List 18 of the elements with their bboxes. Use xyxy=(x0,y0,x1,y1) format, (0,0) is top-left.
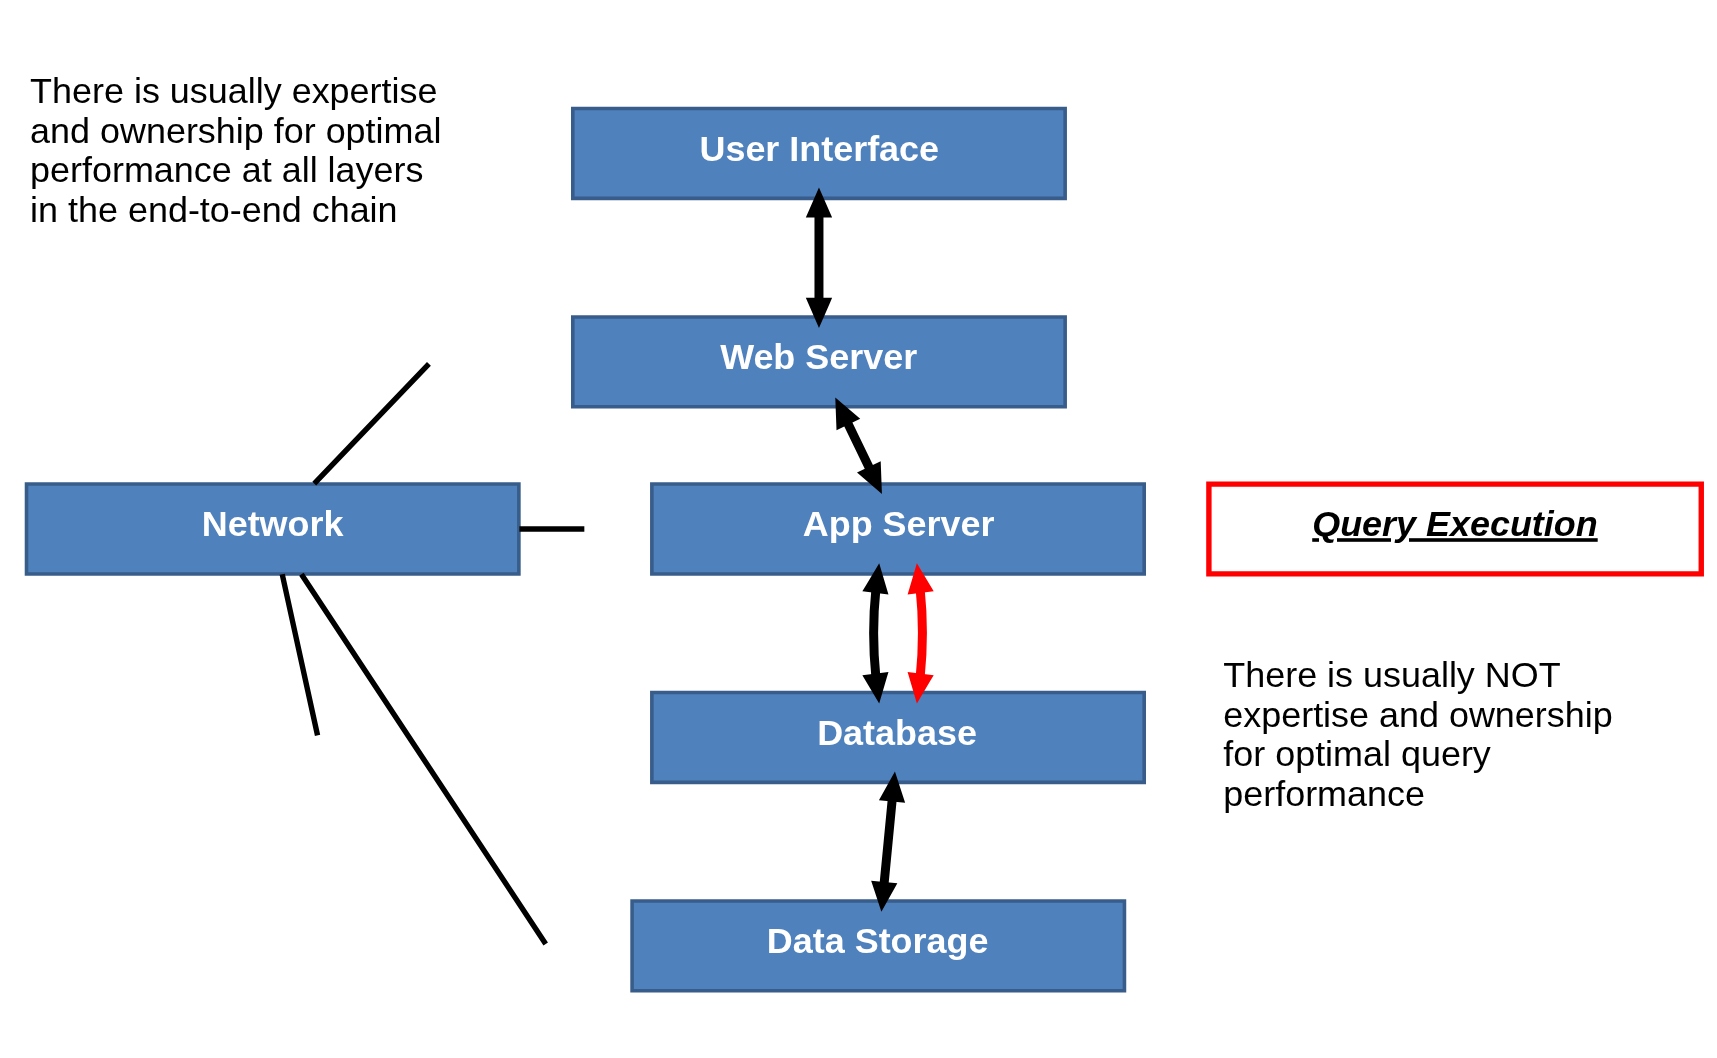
node-box: Query Execution xyxy=(1206,481,1704,577)
node-box: App Server xyxy=(650,482,1146,576)
arrow xyxy=(907,563,934,704)
arrow xyxy=(862,563,889,704)
node-box: Database xyxy=(650,690,1146,785)
node-box: Network xyxy=(24,482,521,576)
connector xyxy=(312,361,431,486)
node-box: Data Storage xyxy=(630,899,1127,993)
label: There is usually NOT expertise and ownership for optimal query performance xyxy=(1223,654,1613,814)
label: There is usually expertise and ownership for optimal performance at all layers in the end-to-end chain xyxy=(30,70,442,230)
arrow xyxy=(871,771,906,912)
connector xyxy=(519,526,585,532)
node-box: Web Server xyxy=(571,315,1067,409)
connector xyxy=(299,572,548,946)
connector xyxy=(279,573,321,736)
arrow xyxy=(835,397,882,494)
arrow xyxy=(805,187,833,328)
node-box: User Interface xyxy=(571,106,1067,201)
